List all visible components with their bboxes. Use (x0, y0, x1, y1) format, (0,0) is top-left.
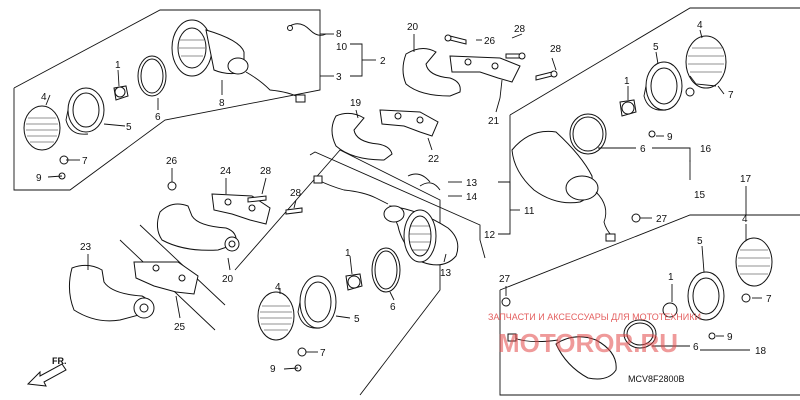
callout-label: 12 (484, 230, 496, 241)
front-marker-label: FR. (52, 356, 67, 366)
callout-label: 28 (290, 188, 302, 199)
right-top-indicator-assembly (511, 29, 727, 242)
callout-label: 26 (166, 156, 178, 167)
callout-label: 4 (41, 92, 47, 103)
callout-label: 20 (407, 22, 419, 33)
center-indicator-assembly (257, 175, 520, 372)
callout-label: 3 (336, 72, 342, 83)
callout-label: 13 (466, 178, 478, 189)
callout-label: 4 (742, 214, 748, 225)
callout-label: 4 (275, 282, 281, 293)
callout-label: 1 (345, 248, 351, 259)
callout-label: 10 (336, 42, 348, 53)
callout-label: 8 (219, 98, 225, 109)
diagram-code: MCV8F2800B (628, 374, 685, 384)
right-bottom-indicator-assembly (501, 186, 773, 380)
callout-label: 18 (755, 346, 767, 357)
callout-label: 25 (174, 322, 186, 333)
callout-label: 1 (624, 76, 630, 87)
callout-label: 2 (380, 56, 386, 67)
callout-label: 28 (260, 166, 272, 177)
callout-label: 5 (126, 122, 132, 133)
callout-label: 21 (488, 116, 500, 127)
callout-label: 26 (484, 36, 496, 47)
callout-label: 16 (700, 144, 712, 155)
callout-label: 17 (740, 174, 752, 185)
callout-label: 13 (440, 268, 452, 279)
left-middle-brackets (68, 168, 303, 322)
callout-label: 15 (694, 190, 706, 201)
callout-label: 4 (697, 20, 703, 31)
callout-label: 28 (550, 44, 562, 55)
callout-label: 5 (653, 42, 659, 53)
callout-label: 11 (524, 206, 535, 217)
callout-label: 20 (222, 274, 234, 285)
callout-label: 9 (727, 332, 733, 343)
callout-label: 7 (728, 90, 734, 101)
watermark-text: ЗАПЧАСТИ И АКСЕССУАРЫ ДЛЯ МОТОТЕХНИКИ (488, 312, 701, 322)
callout-label: 28 (514, 24, 526, 35)
callout-label: 9 (36, 173, 42, 184)
callout-label: 6 (640, 144, 646, 155)
callout-label: 14 (466, 192, 478, 203)
callout-label: 7 (320, 348, 326, 359)
top-middle-brackets (331, 33, 558, 183)
group-boundaries (13, 7, 800, 396)
callout-label: 1 (668, 272, 674, 283)
callout-label: 7 (766, 294, 772, 305)
callout-label: 24 (220, 166, 232, 177)
top-left-indicator-assembly (23, 19, 376, 180)
callout-label: 1 (115, 60, 121, 71)
callout-label: 19 (350, 98, 362, 109)
callout-labels: 4 5 1 6 8 7 9 8 10 3 2 20 26 28 28 21 19… (36, 20, 772, 375)
callout-label: 27 (499, 274, 511, 285)
callout-label: 23 (80, 242, 92, 253)
callout-label: 5 (354, 314, 360, 325)
callout-label: 8 (336, 29, 342, 40)
callout-label: 7 (82, 156, 88, 167)
callout-label: 27 (656, 214, 668, 225)
front-direction-marker: FR. (26, 356, 67, 387)
watermark: ЗАПЧАСТИ И АКСЕССУАРЫ ДЛЯ МОТОТЕХНИКИ MO… (488, 312, 701, 358)
callout-label: 6 (693, 342, 699, 353)
callout-label: 9 (667, 132, 673, 143)
callout-label: 22 (428, 154, 440, 165)
callout-label: 6 (155, 112, 161, 123)
watermark-logo: MOTOROR.RU (498, 328, 678, 358)
callout-label: 6 (390, 302, 396, 313)
callout-label: 9 (270, 364, 276, 375)
callout-label: 5 (697, 236, 703, 247)
